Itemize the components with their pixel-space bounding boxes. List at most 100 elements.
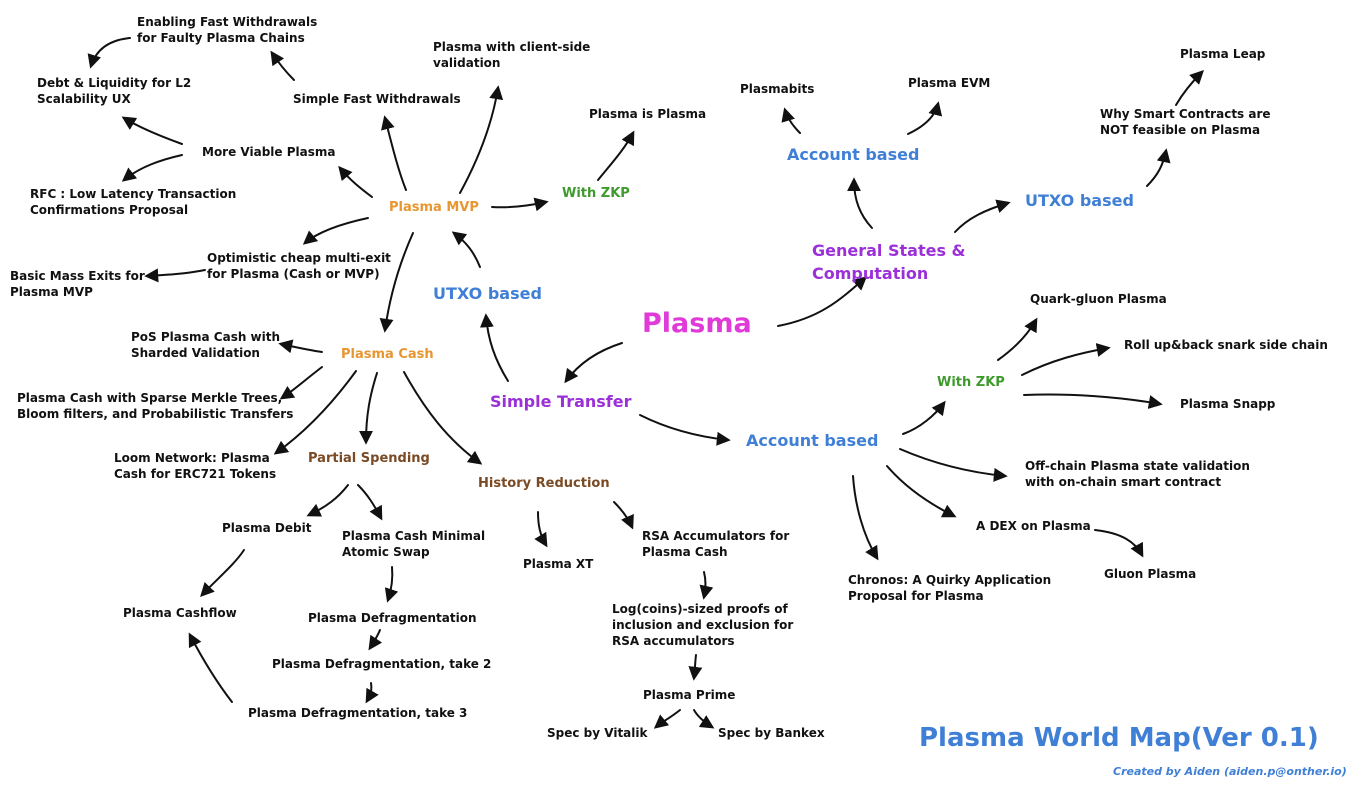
arrow-cash-to-pos	[278, 339, 323, 354]
arrow-mvp-to-optimistic	[302, 217, 369, 245]
node-plasma-xt: Plasma XT	[523, 557, 594, 571]
node-plasma-is-plasma: Plasma is Plasma	[589, 107, 707, 121]
arrow-mvp2-to-debt-liquidity	[121, 116, 183, 145]
node-pos-plasma-cash: PoS Plasma Cash with Sharded Validation	[131, 330, 281, 360]
node-spec-bankex: Spec by Bankex	[718, 726, 825, 740]
arrow-utxo-to-plasma-mvp	[451, 231, 481, 268]
node-plasma-prime: Plasma Prime	[643, 688, 736, 702]
arrow-general-to-utxo-right	[954, 199, 1011, 233]
node-plasma-debit: Plasma Debit	[222, 521, 312, 535]
node-offchain-validation: Off-chain Plasma state validation with o…	[1025, 459, 1250, 489]
node-more-viable-plasma: More Viable Plasma	[202, 145, 336, 159]
node-utxo-based-right: UTXO based	[1025, 191, 1134, 210]
arrow-partial-to-debit	[306, 484, 349, 517]
arrow-sfw-to-faulty-chains	[270, 50, 295, 81]
node-loom-network: Loom Network: Plasma Cash for ERC721 Tok…	[114, 451, 277, 481]
arrow-account-to-offchain	[899, 448, 1008, 482]
node-plasma-cashflow: Plasma Cashflow	[123, 606, 237, 620]
arrow-mvp-to-plasma-cash	[379, 232, 414, 333]
node-sparse-merkle: Plasma Cash with Sparse Merkle Trees, Bl…	[17, 391, 294, 421]
arrow-mvp2-to-rfc	[121, 154, 183, 182]
node-utxo-based-left: UTXO based	[433, 284, 542, 303]
arrow-swap-to-defrag1	[384, 566, 399, 603]
node-plasma-evm: Plasma EVM	[908, 76, 991, 90]
arrow-cash-to-loom	[273, 370, 357, 455]
arrow-defrag3-to-cashflow	[188, 632, 233, 703]
arrow-optimistic-to-mass-exits	[144, 268, 206, 283]
node-debt-liquidity: Debt & Liquidity for L2 Scalability UX	[37, 76, 192, 106]
arrow-zkp-to-rollup	[1021, 343, 1111, 376]
node-optimistic-multi-exit: Optimistic cheap multi-exit for Plasma (…	[207, 251, 391, 281]
node-with-zkp-right: With ZKP	[937, 375, 1005, 390]
arrow-account-to-dex	[886, 465, 957, 518]
arrow-simple-transfer-to-utxo	[479, 313, 509, 382]
node-simple-fast-withdrawals: Simple Fast Withdrawals	[293, 92, 461, 106]
arrow-zkp-to-quark	[997, 317, 1038, 361]
node-history-reduction: History Reduction	[478, 476, 610, 491]
node-plasma-leap: Plasma Leap	[1180, 47, 1266, 61]
node-plasmabits: Plasmabits	[740, 82, 815, 96]
node-plasma-cash: Plasma Cash	[341, 347, 434, 362]
arrow-zkp-to-plasma-is-plasma	[597, 130, 635, 181]
node-defrag-3: Plasma Defragmentation, take 3	[248, 706, 468, 720]
arrow-cash-to-sparse-merkle	[279, 366, 323, 400]
node-defrag-2: Plasma Defragmentation, take 2	[272, 657, 492, 671]
arrow-account-to-zkp	[902, 400, 946, 435]
arrow-faulty-to-debt	[87, 37, 131, 69]
arrow-partial-to-atomic-swap	[357, 484, 383, 521]
node-plasma-mvp: Plasma MVP	[389, 200, 479, 215]
arrow-prime-to-vitalik	[653, 709, 681, 729]
node-fast-withdrawals-faulty: Enabling Fast Withdrawals for Faulty Pla…	[137, 15, 318, 45]
node-quark-gluon: Quark-gluon Plasma	[1030, 292, 1167, 306]
node-plasma-client-side: Plasma with client-side validation	[433, 40, 591, 70]
node-plasma-snapp: Plasma Snapp	[1180, 397, 1276, 411]
map-credit: Created by Aiden (aiden.p@onther.io)	[1113, 765, 1347, 778]
arrow-not-feasible-to-leap	[1175, 70, 1204, 106]
arrow-mvp-to-more-viable	[338, 165, 373, 198]
arrow-account-top-to-plasmabits	[781, 107, 801, 134]
arrow-mvp-to-client-side	[459, 85, 504, 194]
node-plasma: Plasma	[642, 308, 752, 339]
arrow-zkp-to-snapp	[1023, 393, 1163, 409]
node-account-based-bottom: Account based	[746, 431, 879, 450]
arrow-defrag2-to-defrag3	[365, 682, 379, 704]
node-defrag-1: Plasma Defragmentation	[308, 611, 477, 625]
arrow-cash-to-history	[403, 371, 483, 465]
node-smart-contracts-not-feasible: Why Smart Contracts are NOT feasible on …	[1100, 107, 1271, 137]
arrow-simple-transfer-to-account	[639, 414, 731, 446]
arrow-rsa-to-log-coins	[699, 571, 714, 600]
arrow-general-to-account-top	[847, 177, 873, 229]
node-spec-vitalik: Spec by Vitalik	[547, 726, 648, 740]
node-gluon-plasma: Gluon Plasma	[1104, 567, 1197, 581]
arrow-history-to-rsa	[613, 501, 634, 530]
node-simple-transfer: Simple Transfer	[490, 392, 632, 411]
node-log-coins-proofs: Log(coins)-sized proofs of inclusion and…	[612, 602, 794, 648]
node-chronos: Chronos: A Quirky Application Proposal f…	[848, 573, 1052, 603]
node-partial-spending: Partial Spending	[308, 451, 430, 466]
arrow-mvp-to-simple-fast-withdrawals	[381, 115, 407, 191]
arrow-cash-to-partial	[359, 372, 378, 445]
arrow-mvp-to-with-zkp	[491, 197, 549, 212]
node-account-based-top: Account based	[787, 145, 920, 164]
arrow-account-to-chronos	[852, 475, 879, 561]
arrow-log-coins-to-prime	[688, 654, 703, 681]
arrow-plasma-to-general-states	[777, 276, 868, 327]
node-general-states: General States & Computation	[812, 241, 966, 283]
map-title: Plasma World Map(Ver 0.1)	[919, 723, 1319, 753]
arrow-utxo-right-to-not-feasible	[1146, 148, 1171, 187]
arrow-prime-to-bankex	[693, 709, 715, 729]
arrow-debit-to-cashflow	[200, 549, 245, 598]
arrow-plasma-to-simple-transfer	[564, 342, 623, 384]
arrow-defrag1-to-defrag2	[368, 629, 383, 651]
node-rollup-snark: Roll up&back snark side chain	[1124, 338, 1328, 352]
node-dex-on-plasma: A DEX on Plasma	[976, 519, 1091, 533]
arrow-history-to-xt	[534, 511, 548, 548]
node-minimal-atomic-swap: Plasma Cash Minimal Atomic Swap	[342, 529, 486, 559]
arrow-account-top-to-evm	[907, 101, 943, 135]
node-rsa-accumulators: RSA Accumulators for Plasma Cash	[642, 529, 790, 559]
node-basic-mass-exits: Basic Mass Exits for Plasma MVP	[10, 269, 145, 299]
arrow-dex-to-gluon	[1094, 529, 1144, 558]
node-with-zkp-top: With ZKP	[562, 186, 630, 201]
node-rfc-low-latency: RFC : Low Latency Transaction Confirmati…	[30, 187, 237, 217]
